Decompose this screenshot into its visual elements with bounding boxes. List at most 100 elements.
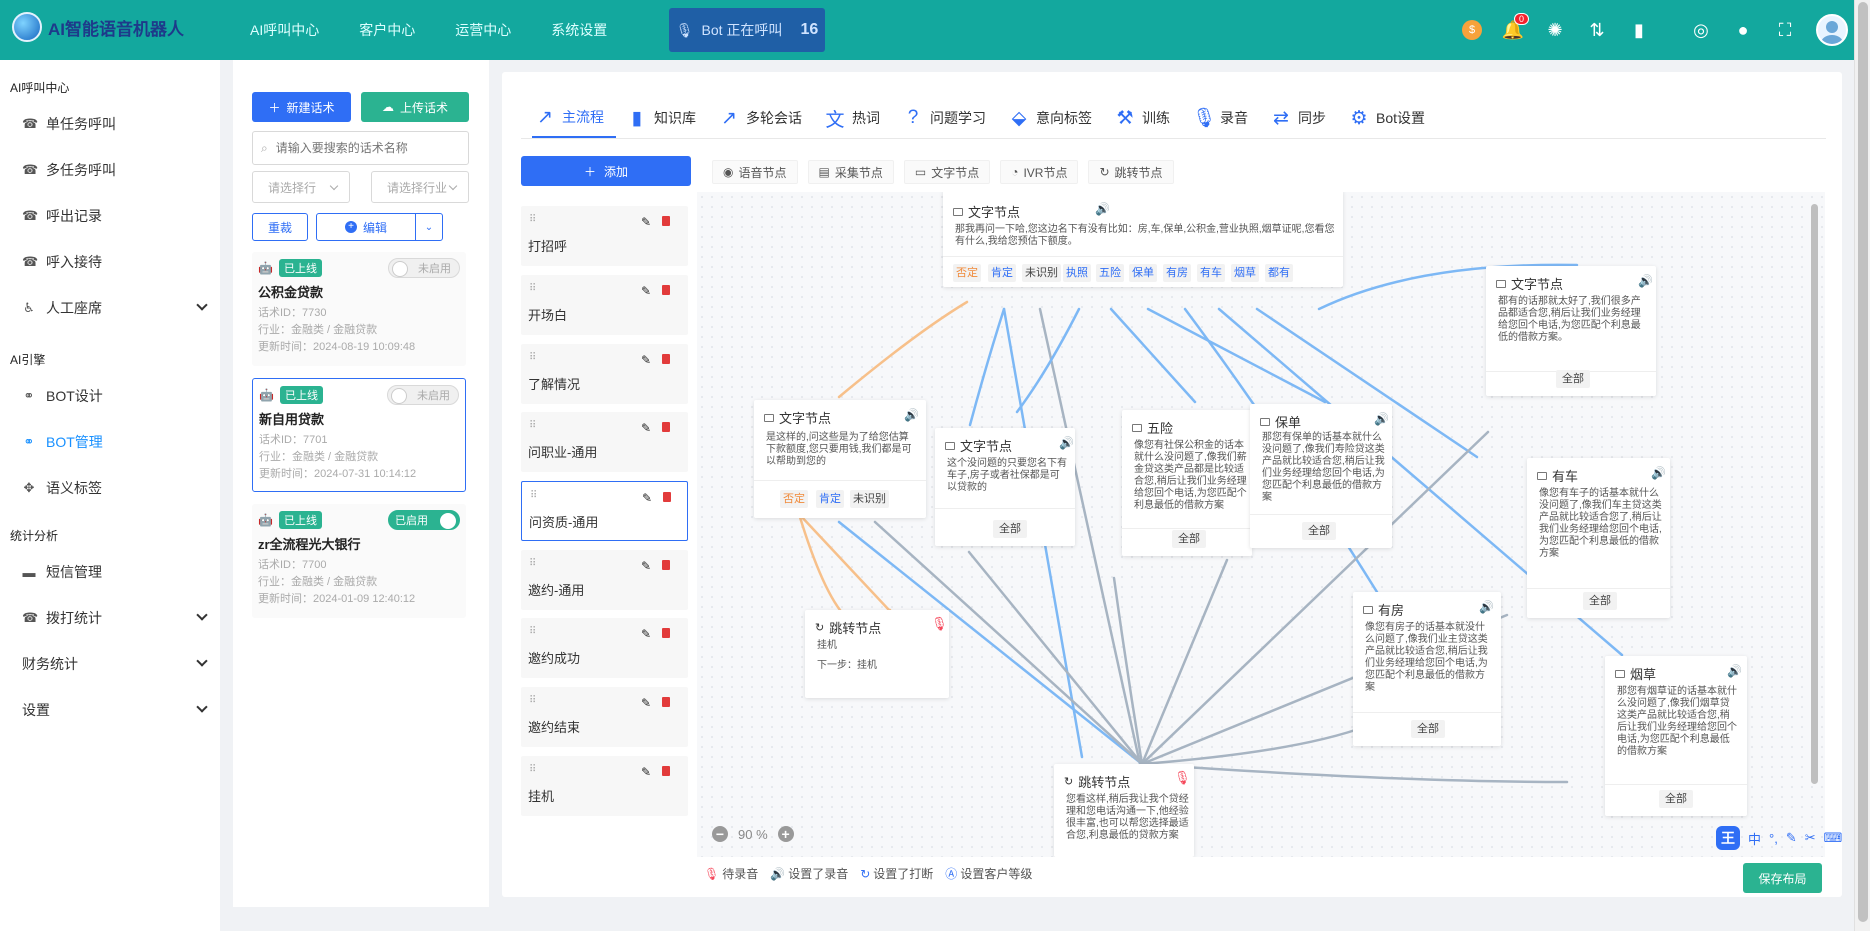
- zoom-out-button[interactable]: −: [712, 826, 728, 842]
- pencil-icon[interactable]: ✎: [641, 765, 652, 779]
- edit-dropdown-button[interactable]: ⌄: [415, 213, 443, 241]
- flow-node[interactable]: 文字节点 🔊 这个没问题的只要您名下有车子,房子或者社保都是可以贷款的 全部: [935, 428, 1075, 546]
- speaker-icon[interactable]: 🔊: [1059, 436, 1074, 450]
- branch-chip[interactable]: 肯定: [816, 490, 844, 508]
- node-type-text[interactable]: ▭文字节点: [903, 160, 991, 184]
- trash-icon[interactable]: [662, 354, 670, 364]
- scissors-icon[interactable]: ✂: [1804, 830, 1816, 845]
- sidebar-item-finance[interactable]: 财务统计: [0, 641, 220, 687]
- sidebar-item-semantic-tags[interactable]: ✥语义标签: [0, 465, 220, 511]
- drag-handle-icon[interactable]: ⠿: [529, 764, 536, 775]
- branch-chip[interactable]: 未识别: [1022, 264, 1061, 282]
- github-icon[interactable]: ●: [1737, 19, 1749, 40]
- pencil-icon[interactable]: ✎: [641, 627, 652, 641]
- flow-item[interactable]: ⠿邀约-通用✎: [521, 550, 688, 610]
- sector-select[interactable]: 请选择行: [252, 171, 350, 203]
- sort-icon[interactable]: ⇅: [1589, 19, 1605, 40]
- drag-handle-icon[interactable]: ⠿: [529, 695, 536, 706]
- speaker-icon[interactable]: 🔊: [904, 408, 919, 422]
- script-card[interactable]: 🤖已上线已启用 zr全流程光大银行 话术ID：7700 行业：金融类 / 金融贷…: [252, 504, 466, 618]
- sidebar-item-bot-manage[interactable]: ⚭BOT管理: [0, 419, 220, 465]
- pencil-icon[interactable]: ✎: [641, 215, 652, 229]
- flow-node[interactable]: 五险 像您有社保公积金的话本就什么没问题了,像我们薪金贷这类产品都是比较适合您,…: [1122, 410, 1252, 556]
- branch-chip[interactable]: 烟草: [1231, 264, 1259, 282]
- branch-all-chip[interactable]: 全部: [1583, 592, 1617, 610]
- branch-chip[interactable]: 肯定: [988, 264, 1016, 282]
- trash-icon[interactable]: [662, 422, 670, 432]
- branch-chip[interactable]: 有房: [1163, 264, 1191, 282]
- branch-chip[interactable]: 否定: [780, 490, 808, 508]
- script-card[interactable]: 🤖已上线未启用 公积金贷款 话术ID：7730 行业：金融类 / 金融贷款 更新…: [252, 252, 466, 366]
- sidebar-item-single-call[interactable]: ☎单任务呼叫: [0, 101, 220, 147]
- flow-node[interactable]: 烟草 🔊 那您有烟草证的话基本就什么没问题了,像我们烟草贷这类产品就比较适合您,…: [1605, 656, 1747, 816]
- drag-handle-icon[interactable]: ⠿: [529, 420, 536, 431]
- flow-node[interactable]: ↻跳转节点 🎙 您看这样,稍后我让我个贷经理和您电话沟通一下,他经验很丰富,也可…: [1054, 764, 1194, 857]
- flow-node[interactable]: 文字节点 🔊 那我再问一下哈,您这边名下有没有比如：房,车,保单,公积金,营业执…: [943, 192, 1343, 287]
- app-logo[interactable]: AI智能语音机器人: [12, 12, 184, 42]
- speaker-icon[interactable]: 🔊: [1374, 412, 1389, 426]
- drag-handle-icon[interactable]: ⠿: [529, 283, 536, 294]
- flow-node[interactable]: 保单 🔊 那您有保单的话基本就什么没问题了,像我们寿险贷这类产品就比较适合您,稍…: [1250, 404, 1392, 548]
- bot-calling-status[interactable]: 🎙 Bot 正在呼叫 16: [669, 8, 825, 52]
- speaker-icon[interactable]: 🔊: [1651, 466, 1666, 480]
- tab-question-learning[interactable]: ?问题学习: [902, 98, 998, 138]
- node-type-ivr[interactable]: ◔IVR节点: [1000, 160, 1079, 184]
- flow-node[interactable]: ↻跳转节点 🎙 挂机 下一步：挂机: [805, 610, 949, 698]
- ime-mode[interactable]: 中: [1748, 831, 1762, 847]
- flow-item[interactable]: ⠿问职业-通用✎: [521, 412, 688, 472]
- flow-item[interactable]: ⠿了解情况✎: [521, 344, 688, 404]
- flow-node[interactable]: 文字节点 🔊 都有的话那就太好了,我们很多产品都适合您,稍后让我们业务经理给您回…: [1486, 266, 1656, 396]
- pencil-icon[interactable]: ✎: [642, 491, 653, 505]
- pen-icon[interactable]: ✎: [1785, 830, 1797, 845]
- tab-multi-turn[interactable]: ↗多轮会话: [718, 98, 814, 138]
- branch-all-chip[interactable]: 全部: [1556, 370, 1590, 388]
- speaker-icon[interactable]: 🔊: [1727, 664, 1742, 678]
- aperture-icon[interactable]: ✺: [1547, 19, 1563, 40]
- branch-all-chip[interactable]: 全部: [993, 520, 1027, 538]
- trash-icon[interactable]: [663, 492, 671, 502]
- flow-item[interactable]: ⠿问资质-通用✎: [521, 481, 688, 541]
- script-search-input[interactable]: [275, 141, 456, 155]
- speaker-icon[interactable]: 🔊: [1479, 600, 1494, 614]
- sidebar-item-dial-stats[interactable]: ☎拨打统计: [0, 595, 220, 641]
- branch-chip[interactable]: 否定: [953, 264, 981, 282]
- drag-handle-icon[interactable]: ⠿: [529, 352, 536, 363]
- tab-hotwords[interactable]: 文热词: [824, 98, 892, 138]
- trash-icon[interactable]: [662, 216, 670, 226]
- enable-toggle[interactable]: 已启用: [388, 510, 460, 530]
- flow-item[interactable]: ⠿挂机✎: [521, 756, 688, 816]
- drag-handle-icon[interactable]: ⠿: [529, 214, 536, 225]
- trash-icon[interactable]: [662, 628, 670, 638]
- rename-button[interactable]: 重裁: [252, 213, 308, 241]
- sidebar-item-multi-call[interactable]: ☎多任务呼叫: [0, 147, 220, 193]
- node-type-collect[interactable]: ▤采集节点: [807, 160, 894, 184]
- branch-chip[interactable]: 保单: [1129, 264, 1157, 282]
- branch-chip[interactable]: 有车: [1197, 264, 1225, 282]
- trash-icon[interactable]: [662, 285, 670, 295]
- branch-all-chip[interactable]: 全部: [1172, 530, 1206, 548]
- speaker-icon[interactable]: 🔊: [1638, 274, 1653, 288]
- bell-icon[interactable]: 🔔0: [1502, 13, 1530, 41]
- trash-icon[interactable]: [662, 697, 670, 707]
- new-script-button[interactable]: ＋新建话术: [252, 92, 351, 122]
- fullscreen-icon[interactable]: ⛶: [1778, 19, 1792, 40]
- script-card[interactable]: 🤖已上线未启用 新自用贷款 话术ID：7701 行业：金融类 / 金融贷款 更新…: [252, 378, 466, 492]
- branch-all-chip[interactable]: 全部: [1659, 790, 1693, 808]
- flow-canvas[interactable]: 文字节点 🔊 那我再问一下哈,您这边名下有没有比如：房,车,保单,公积金,营业执…: [697, 192, 1825, 857]
- flow-node[interactable]: 文字节点 🔊 是这样的,问这些是为了给您估算下款额度,您只要用钱,我们都是可以帮…: [754, 400, 926, 518]
- compass-icon[interactable]: ◎: [1693, 19, 1709, 40]
- tab-recording[interactable]: 🎙录音: [1192, 98, 1260, 138]
- branch-chip[interactable]: 都有: [1265, 264, 1293, 282]
- add-flow-button[interactable]: ＋添加: [521, 156, 691, 186]
- pencil-icon[interactable]: ✎: [641, 421, 652, 435]
- speaker-icon[interactable]: 🔊: [1095, 202, 1110, 216]
- tab-main-flow[interactable]: ↗主流程: [532, 98, 616, 138]
- node-type-voice[interactable]: ◉语音节点: [712, 160, 798, 184]
- canvas-scrollbar[interactable]: [1810, 196, 1820, 791]
- enable-toggle[interactable]: 未启用: [387, 385, 459, 405]
- microphone-icon[interactable]: 🎙: [931, 616, 948, 631]
- flow-item[interactable]: ⠿打招呼✎: [521, 206, 688, 266]
- flow-item[interactable]: ⠿开场白✎: [521, 275, 688, 335]
- coin-icon[interactable]: $: [1462, 20, 1482, 40]
- topnav-customer[interactable]: 客户中心: [359, 22, 416, 38]
